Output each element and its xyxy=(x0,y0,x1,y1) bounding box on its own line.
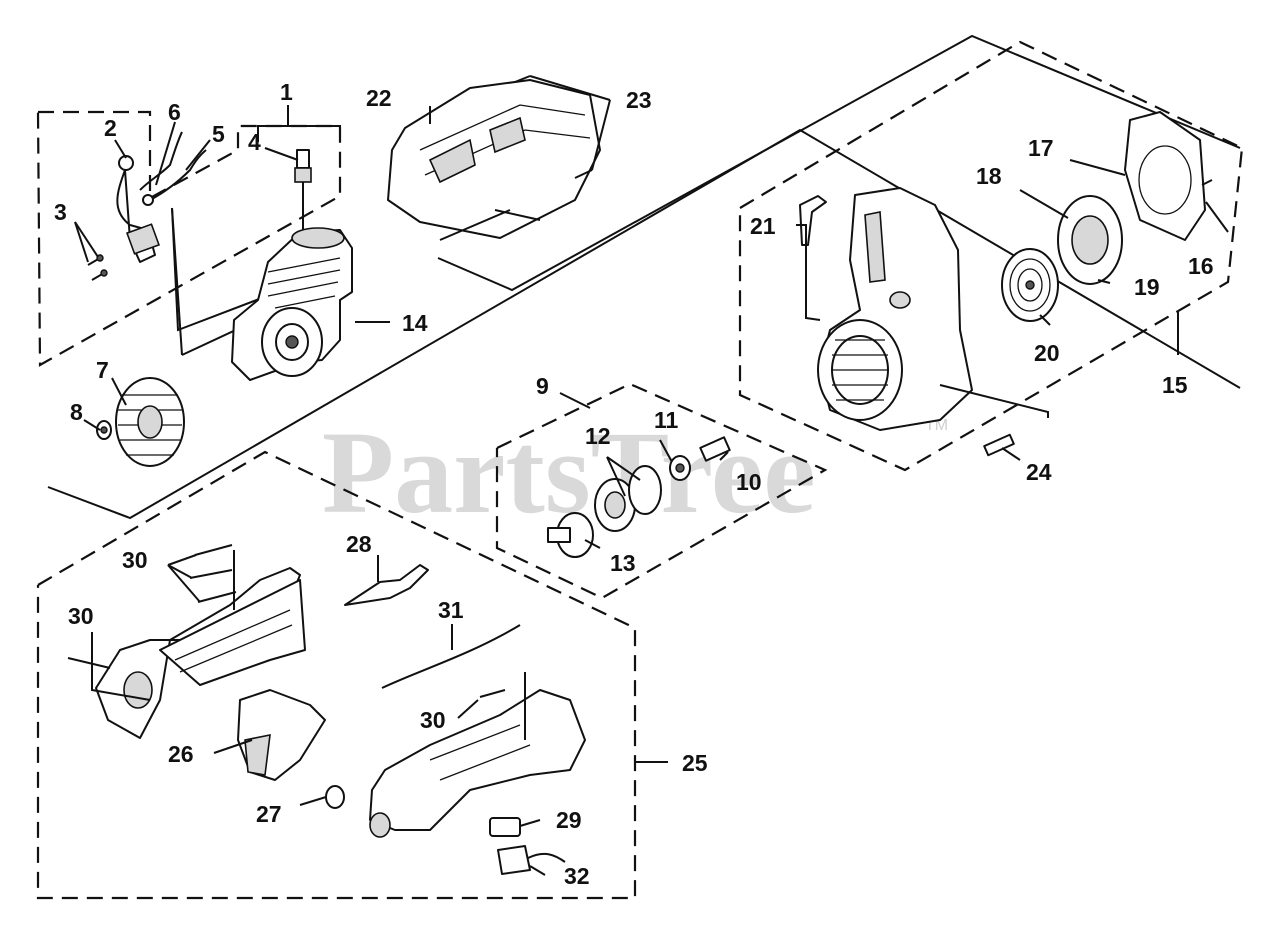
callout-18: 18 xyxy=(976,163,1002,189)
callout-32: 32 xyxy=(564,863,590,889)
clutch-parts xyxy=(547,436,731,558)
callout-9: 9 xyxy=(536,373,549,399)
callout-6: 6 xyxy=(168,99,181,125)
callout-31: 31 xyxy=(438,597,464,623)
callout-28: 28 xyxy=(346,531,372,557)
group-clutch-outline xyxy=(495,382,828,600)
air-filter-cover xyxy=(387,79,601,241)
callout-27: 27 xyxy=(256,801,282,827)
callout-5: 5 xyxy=(212,121,225,147)
callout-labels: 1 2 3 4 5 6 7 8 9 10 11 12 13 14 15 16 1… xyxy=(54,79,1214,889)
callout-17: 17 xyxy=(1028,135,1054,161)
callout-25: 25 xyxy=(682,750,708,776)
callout-15: 15 xyxy=(1162,372,1188,398)
ignition-parts xyxy=(87,131,312,281)
engine-block xyxy=(231,227,353,381)
group-boxes xyxy=(36,40,1244,900)
callout-10: 10 xyxy=(736,469,762,495)
group-ignition-outline xyxy=(36,110,342,367)
callout-30b: 30 xyxy=(68,603,94,629)
starter-housing xyxy=(799,111,1213,431)
callout-23: 23 xyxy=(626,87,652,113)
callout-4: 4 xyxy=(248,129,261,155)
group-housing-outline xyxy=(36,450,637,900)
callout-19: 19 xyxy=(1134,274,1160,300)
housing-parts xyxy=(67,544,586,875)
cover-screws xyxy=(514,75,593,179)
callout-26: 26 xyxy=(168,741,194,767)
callout-11: 11 xyxy=(654,407,679,433)
group-starter-outline xyxy=(738,40,1244,472)
callout-3: 3 xyxy=(54,199,67,225)
callout-7: 7 xyxy=(96,357,109,383)
callout-13: 13 xyxy=(610,550,636,576)
flywheel xyxy=(96,377,185,467)
callout-30a: 30 xyxy=(122,547,148,573)
callout-29: 29 xyxy=(556,807,582,833)
leader-lines xyxy=(74,75,1229,876)
screw-24 xyxy=(983,433,1015,457)
callout-8: 8 xyxy=(70,399,83,425)
callout-22: 22 xyxy=(366,85,392,111)
callout-30c: 30 xyxy=(420,707,446,733)
callout-24: 24 xyxy=(1026,459,1052,485)
callout-12: 12 xyxy=(585,423,611,449)
callout-20: 20 xyxy=(1034,340,1060,366)
callout-21: 21 xyxy=(750,213,776,239)
callout-1: 1 xyxy=(280,79,293,105)
callout-14: 14 xyxy=(402,310,428,336)
callout-2: 2 xyxy=(104,115,117,141)
callout-16: 16 xyxy=(1188,253,1214,279)
